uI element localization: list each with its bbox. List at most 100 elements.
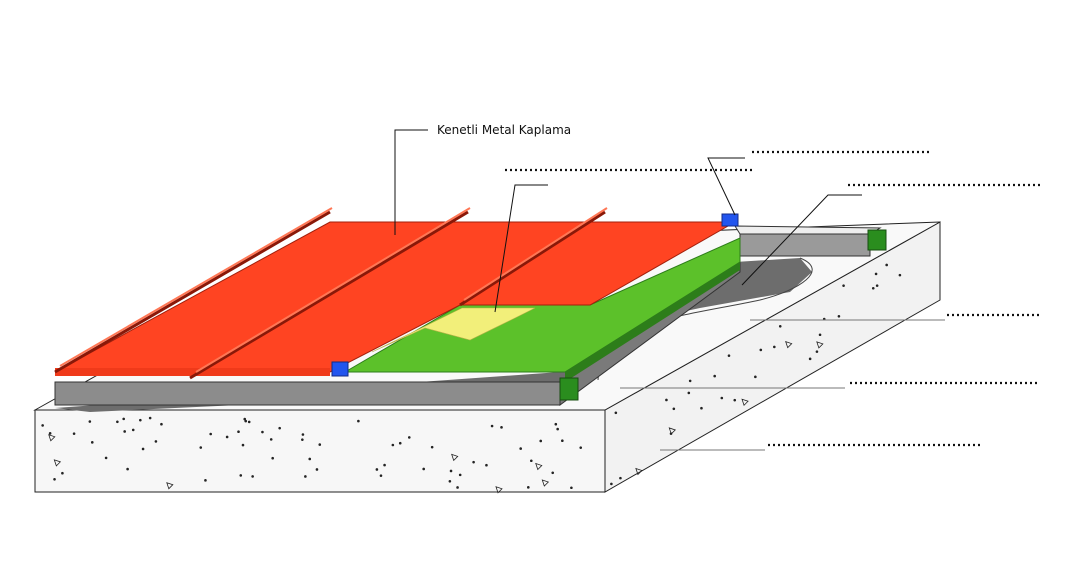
fixing-clip-back <box>721 213 739 227</box>
aggregate-dot <box>773 345 776 349</box>
leader-adhesive <box>494 184 548 313</box>
aggregate-triangle <box>48 434 56 442</box>
insulation-top <box>734 225 882 235</box>
aggregate-dot <box>727 354 731 357</box>
aggregate-dot <box>104 456 108 460</box>
seam-highlight <box>463 207 608 301</box>
aggregate-dot <box>139 418 142 422</box>
aggregate-dot <box>383 463 386 467</box>
aggregate-dot <box>818 333 822 337</box>
aggregate-triangle <box>535 462 543 471</box>
seam-rib <box>189 210 469 380</box>
aggregate-dot <box>204 479 207 482</box>
aggregate-dot <box>422 467 425 471</box>
adhesive-layer <box>371 307 536 353</box>
aggregate-dot <box>116 420 119 424</box>
aggregate-dot <box>72 432 76 435</box>
aggregate-triangle <box>495 486 503 494</box>
aggregate-dot <box>448 479 452 483</box>
aggregate-dot <box>154 440 158 443</box>
aggregate-dot <box>733 398 737 402</box>
standing-seams-highlight <box>59 207 608 373</box>
aggregate-dot <box>700 406 703 410</box>
membrane-end-cap-back <box>867 229 887 251</box>
aggregate-dot <box>88 420 92 423</box>
aggregate-dot <box>237 430 240 434</box>
aggregate-dot <box>53 477 56 481</box>
aggregate-dot <box>500 426 503 429</box>
aggregate-dot <box>315 468 319 471</box>
aggregate-triangle <box>541 479 550 487</box>
leader-lines <box>394 129 945 451</box>
aggregate-dot <box>251 475 254 478</box>
aggregate-dot <box>160 422 163 426</box>
seam-rib <box>54 210 331 374</box>
aggregate-dot <box>539 439 543 443</box>
aggregate-dot <box>261 430 264 434</box>
aggregate-dot <box>472 460 475 464</box>
aggregate-dot <box>126 467 129 471</box>
aggregate-dot <box>398 441 402 445</box>
aggregate-dot <box>874 272 878 276</box>
aggregate-dot <box>875 284 879 287</box>
aggregate-dot <box>379 474 383 477</box>
concrete-aggregate <box>41 263 902 494</box>
aggregate-dot <box>141 447 145 451</box>
aggregate-dot <box>430 445 434 449</box>
aggregate-dot <box>243 417 247 421</box>
aggregate-dot <box>530 459 533 463</box>
aggregate-dot <box>41 424 44 427</box>
aggregate-dot <box>48 432 52 435</box>
aggregate-dot <box>551 471 555 475</box>
aggregate-dot <box>754 375 757 379</box>
aggregate-dot <box>148 416 152 420</box>
leader-clip <box>707 157 745 216</box>
aggregate-dot <box>665 398 668 402</box>
membrane-side <box>565 262 740 382</box>
aggregate-dot <box>357 419 360 423</box>
seam-highlight <box>59 207 333 367</box>
seam-rib <box>459 210 606 307</box>
insulation-back-face <box>739 233 871 257</box>
aggregate-dot <box>556 427 559 431</box>
aggregate-dot <box>579 446 583 449</box>
aggregate-dot <box>485 463 488 467</box>
metal-sheet-front-edge <box>55 368 330 376</box>
aggregate-triangle <box>741 398 749 406</box>
aggregate-dot <box>672 407 676 411</box>
aggregate-dot <box>619 476 622 480</box>
aggregate-dot <box>808 357 812 361</box>
aggregate-dot <box>244 419 248 423</box>
aggregate-dot <box>301 438 304 441</box>
aggregate-triangle <box>166 482 174 490</box>
label-metal-cladding: Kenetli Metal Kaplama <box>437 123 571 137</box>
aggregate-dot <box>526 486 530 489</box>
aggregate-dot <box>554 422 558 426</box>
aggregate-dot <box>247 420 251 424</box>
membrane-end-cap-front <box>559 377 579 401</box>
redacted-labels <box>505 150 1040 447</box>
aggregate-dot <box>449 469 453 473</box>
aggregate-dot <box>271 456 274 460</box>
aggregate-dot <box>90 441 94 444</box>
aggregate-dot <box>561 439 564 443</box>
aggregate-dot <box>519 447 522 450</box>
slab-front-face <box>34 409 606 493</box>
aggregate-dot <box>885 263 888 267</box>
leader-insulation <box>741 194 862 286</box>
aggregate-dot <box>898 273 902 277</box>
aggregate-dot <box>713 374 716 378</box>
aggregate-dot <box>61 471 64 475</box>
aggregate-dot <box>837 314 841 318</box>
aggregate-dot <box>842 284 845 287</box>
aggregate-dot <box>123 430 126 433</box>
aggregate-dot <box>375 468 379 471</box>
aggregate-dot <box>122 417 125 421</box>
aggregate-triangle <box>53 459 62 467</box>
aggregate-dot <box>687 391 691 395</box>
aggregate-dot <box>610 482 613 486</box>
aggregate-dot <box>391 443 395 447</box>
aggregate-dot <box>778 325 782 328</box>
aggregate-dot <box>308 457 312 461</box>
aggregate-triangle <box>668 427 677 435</box>
